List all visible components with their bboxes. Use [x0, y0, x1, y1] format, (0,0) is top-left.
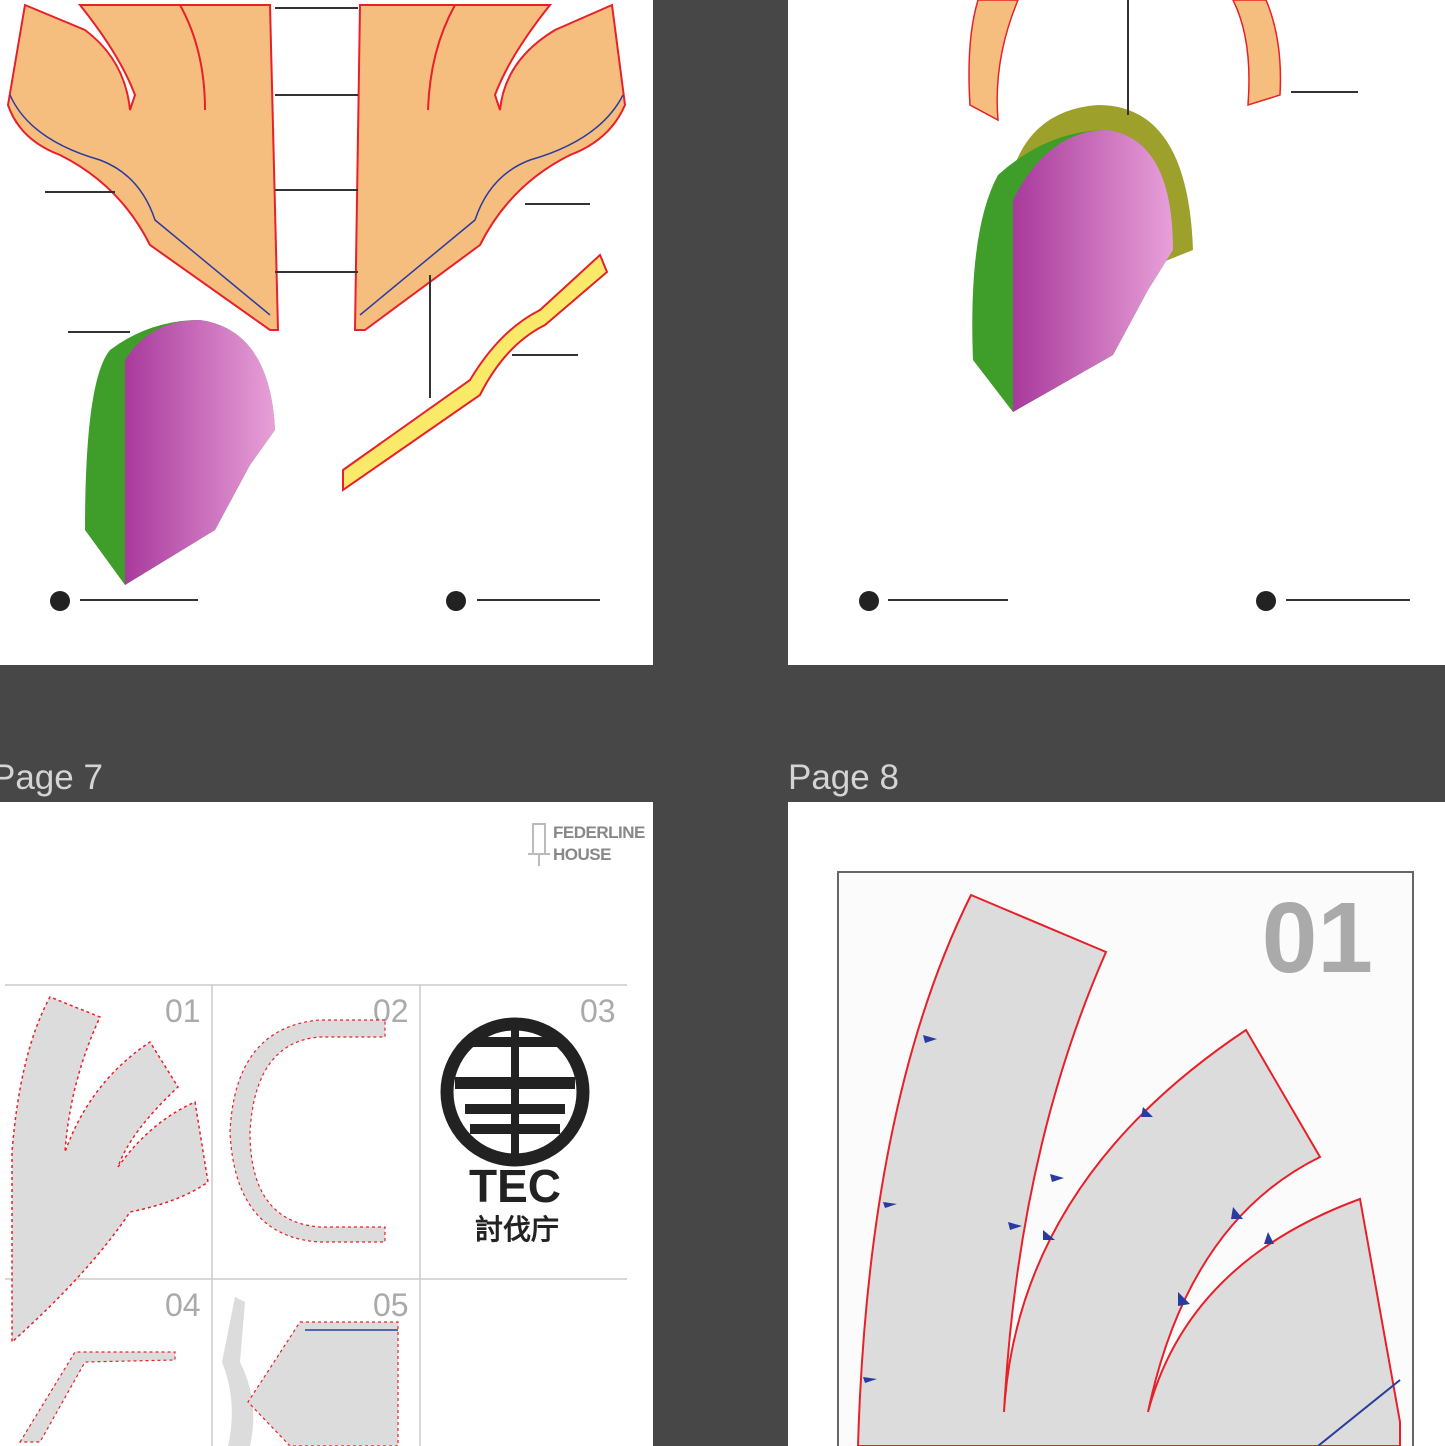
piece-number: 01 — [1262, 882, 1373, 994]
pattern-piece-01: 01 — [837, 871, 1414, 1446]
pattern-illustration — [6, 3, 627, 611]
registration-mark-icon — [859, 591, 879, 611]
registration-mark-icon — [50, 591, 70, 611]
page-label-7: Page 7 — [0, 758, 103, 797]
federline-house-logo-mark — [528, 823, 550, 866]
page-view-top-right — [788, 0, 1445, 665]
piece-label: 03 — [580, 993, 616, 1029]
piece-label: 04 — [165, 1287, 201, 1323]
piece-label: 01 — [165, 993, 201, 1029]
emblem-subtext: 討伐庁 — [475, 1213, 559, 1246]
pattern-illustration — [859, 0, 1410, 611]
logo-text: FEDERLINE HOUSE — [553, 823, 645, 864]
page-8-view: 01 — [788, 802, 1445, 1446]
page-label-8: Page 8 — [788, 758, 899, 797]
registration-mark-icon — [446, 591, 466, 611]
page-7-view: 01 02 03 04 05 TEC 討伐庁 FEDERLINE HOUSE — [0, 802, 653, 1446]
tec-emblem: TEC 討伐庁 — [440, 1017, 590, 1246]
pattern-index: 01 02 03 04 05 TEC 討伐庁 — [5, 823, 627, 1446]
page-6-view-top-left — [0, 0, 653, 665]
piece-label: 05 — [373, 1287, 409, 1323]
registration-mark-icon — [1256, 591, 1276, 611]
emblem-text: TEC — [469, 1160, 561, 1212]
